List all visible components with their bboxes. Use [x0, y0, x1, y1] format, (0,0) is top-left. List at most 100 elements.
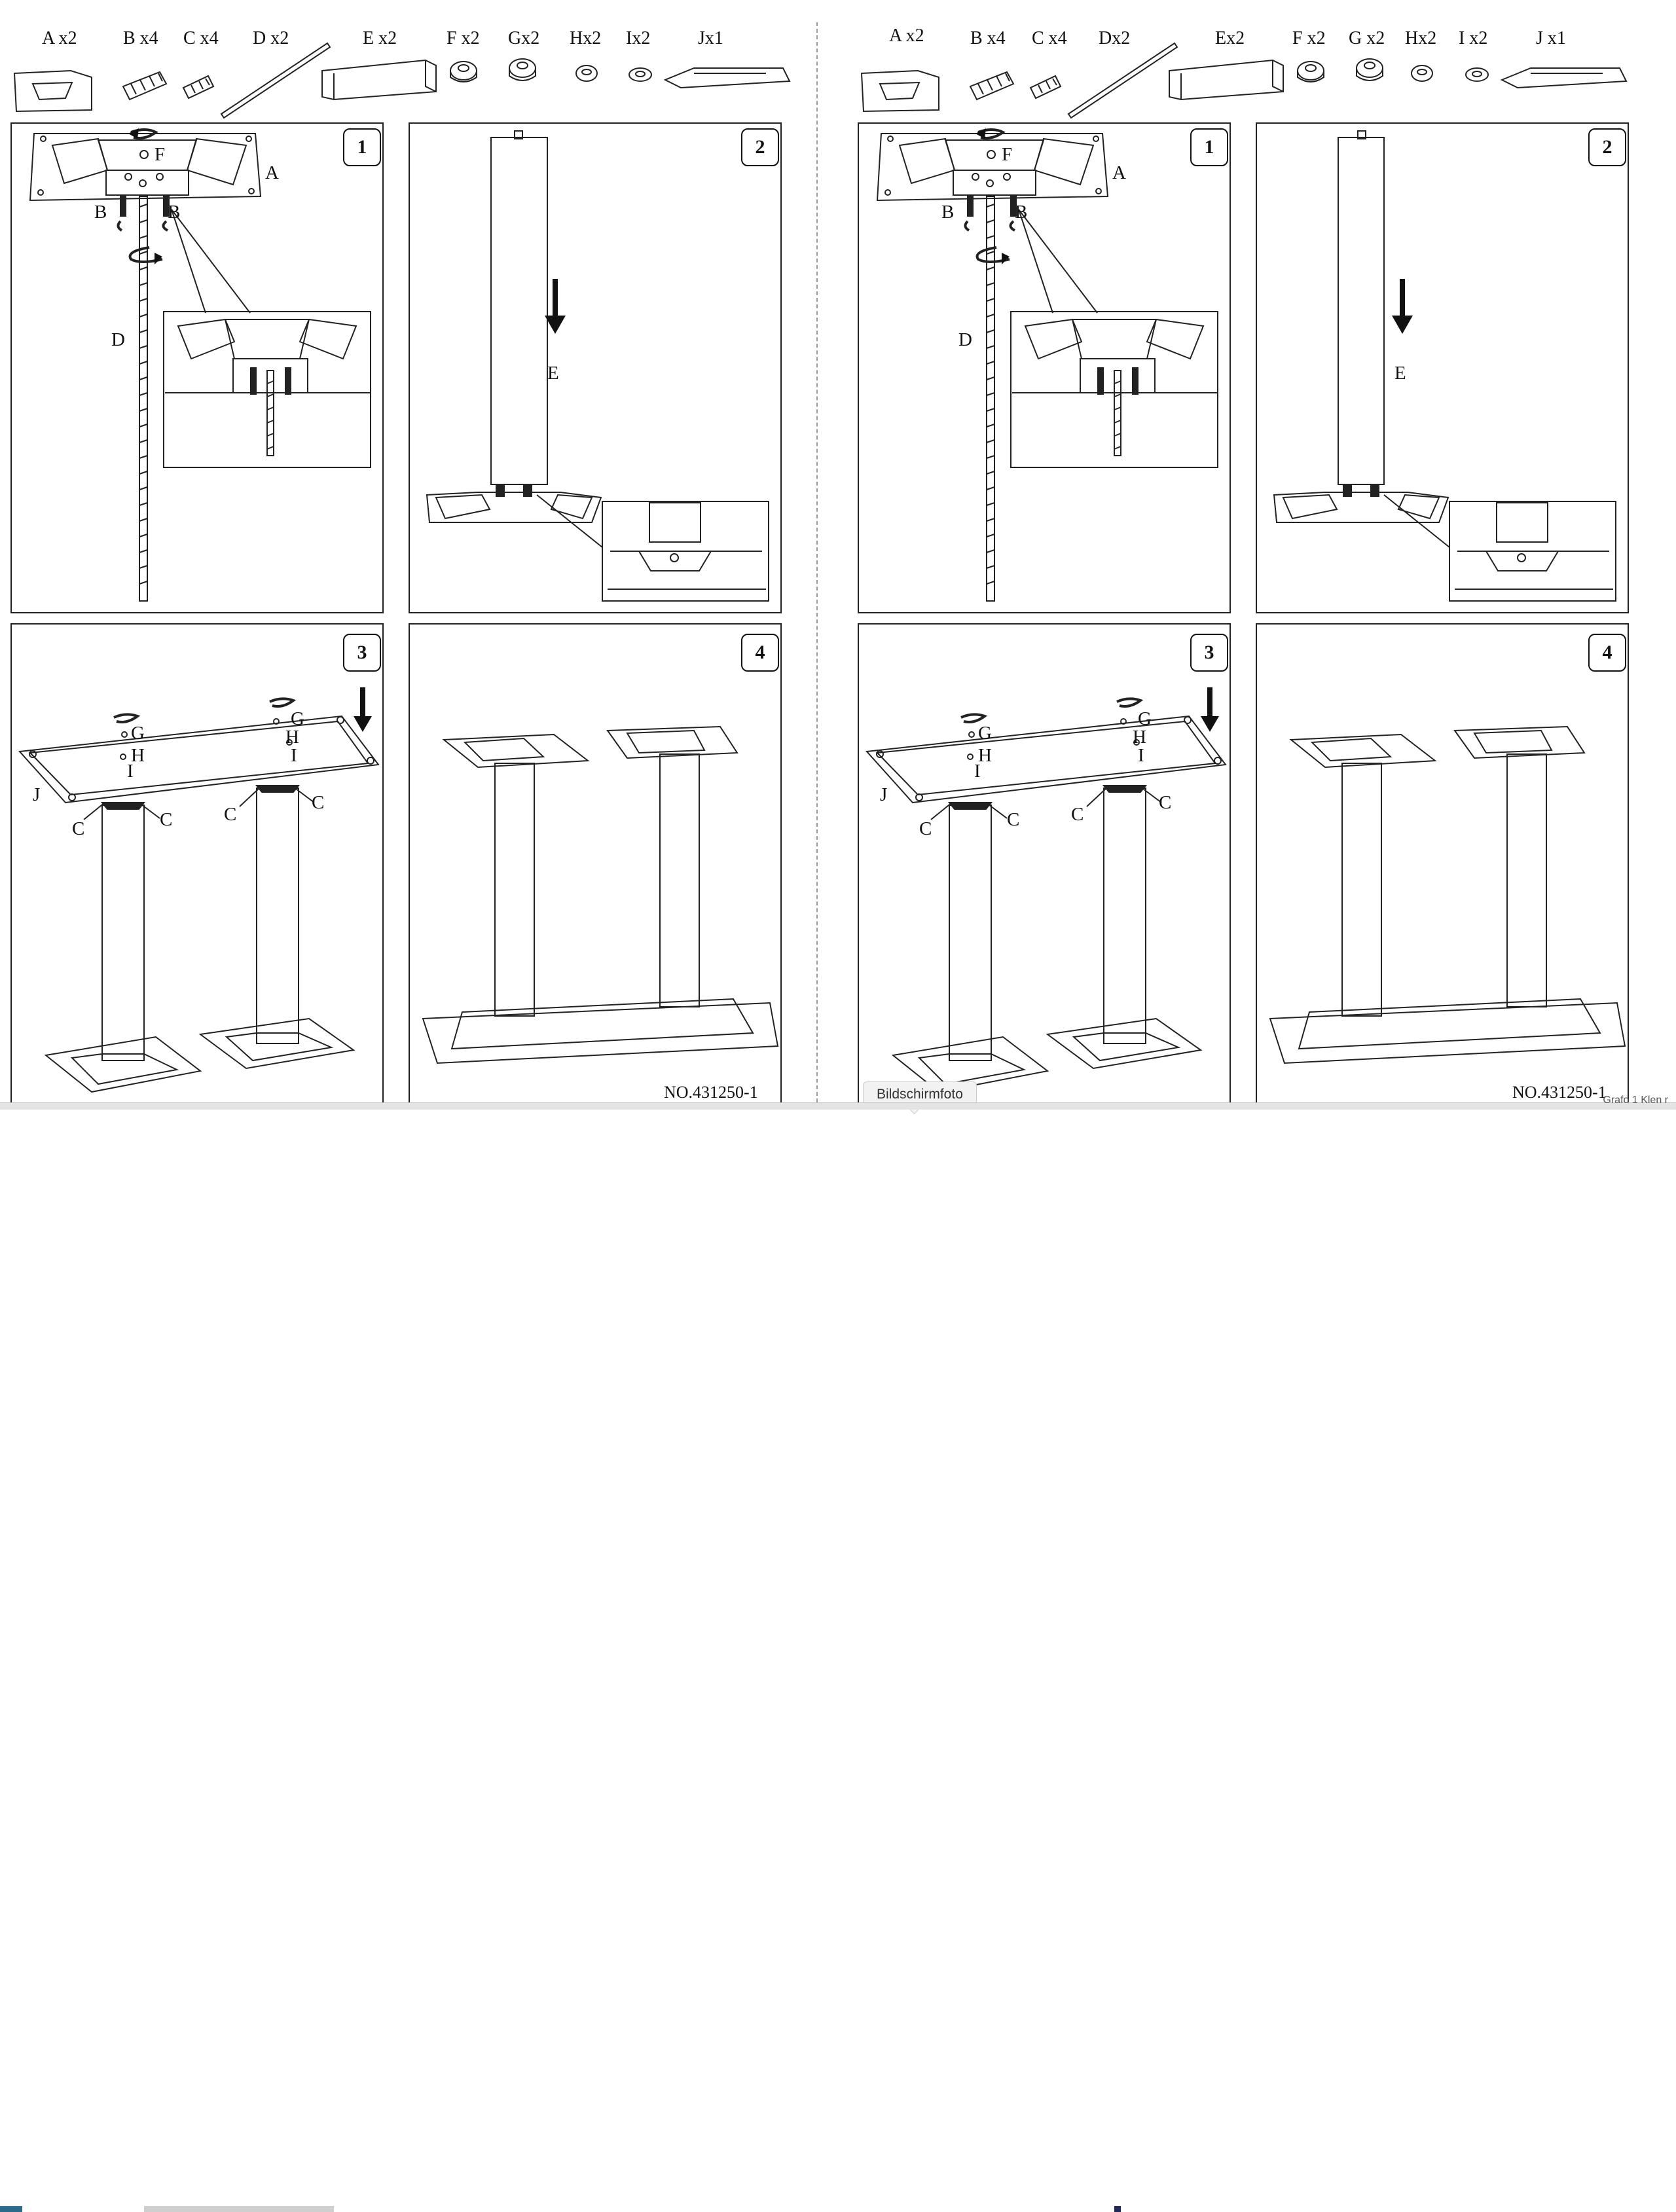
part-icon-j-top-plate — [663, 67, 791, 89]
part-icon-i-washer — [1465, 67, 1489, 82]
part-icon-a-baseplate — [13, 69, 92, 113]
step-2-detail-inset — [602, 501, 769, 602]
part-icon-b-screw — [969, 71, 1015, 101]
label-c: C — [1159, 792, 1172, 813]
label-b: B — [168, 202, 181, 223]
step-3-bases — [891, 1017, 1203, 1093]
label-c: C — [919, 818, 932, 839]
part-label-d: Dx2 — [1099, 28, 1131, 48]
step-2-panel — [409, 122, 782, 613]
label-g: G — [291, 708, 304, 729]
part-label-h: Hx2 — [1405, 28, 1437, 48]
step-number-3: 3 — [1190, 634, 1228, 672]
down-arrow-icon — [545, 279, 566, 334]
step-3-top-plate — [18, 715, 380, 804]
window-bottom-bar — [0, 1102, 1676, 2212]
label-h: H — [978, 745, 992, 766]
callout-line — [1018, 209, 1098, 314]
part-label-f: F x2 — [446, 28, 480, 48]
part-label-f: F x2 — [1292, 28, 1326, 48]
callout-line — [171, 209, 206, 314]
step-number-1: 1 — [343, 128, 381, 166]
label-c: C — [224, 804, 237, 825]
part-icon-e-column — [321, 59, 437, 101]
label-a: A — [1112, 162, 1126, 183]
callout-arrows — [930, 786, 1162, 820]
part-label-g: Gx2 — [508, 28, 540, 48]
step-3-columns — [947, 785, 1148, 1061]
label-h: H — [1133, 727, 1146, 748]
down-arrow-icon — [1392, 279, 1413, 334]
part-icon-b-screw — [122, 71, 168, 101]
document-number: NO.431250-1 — [1512, 1083, 1607, 1102]
label-h: H — [131, 745, 145, 766]
part-icon-f-nut — [1297, 61, 1324, 82]
label-c: C — [72, 818, 85, 839]
part-label-i: I x2 — [1459, 28, 1488, 48]
label-c: C — [1007, 809, 1020, 830]
step-3-panel — [10, 623, 384, 1109]
step-3-panel — [858, 623, 1231, 1109]
document-number: NO.431250-1 — [664, 1083, 758, 1102]
step-1-detail-inset — [163, 311, 371, 468]
step-1-baseplate — [876, 133, 1109, 202]
instruction-sheet-right: A x2 B x4 C x4 Dx2 Ex2 F x2 G x2 Hx2 I x… — [847, 0, 1676, 1109]
assembly-illustrations — [858, 42, 1629, 1109]
step-number-4: 4 — [1588, 634, 1626, 672]
part-label-j: J x1 — [1536, 28, 1566, 48]
part-icon-f-nut — [450, 61, 477, 82]
label-f: F — [155, 144, 166, 165]
step-3-bases — [44, 1017, 355, 1093]
part-label-h: Hx2 — [570, 28, 602, 48]
part-icon-h-spring-washer — [1411, 65, 1433, 82]
step-4-panel — [1256, 623, 1629, 1109]
step-1-threaded-rod — [986, 196, 995, 602]
part-icon-c-screw — [1029, 75, 1062, 100]
thumbnail-icon[interactable] — [0, 2206, 22, 2212]
part-icon-i-washer — [628, 67, 652, 82]
step-number-4: 4 — [741, 634, 779, 672]
instruction-sheet-left: A x2 B x4 C x4 D x2 E x2 F x2 Gx2 Hx2 Ix… — [0, 0, 833, 1109]
step-1-panel — [858, 122, 1231, 613]
step-1-panel — [10, 122, 384, 613]
app-icon[interactable] — [1114, 2206, 1121, 2212]
part-label-c: C x4 — [183, 28, 219, 48]
part-icon-g-locknut — [1356, 58, 1383, 81]
part-label-c: C x4 — [1032, 28, 1067, 48]
assembly-illustrations — [10, 42, 791, 1109]
part-label-j: Jx1 — [698, 28, 723, 48]
down-arrow-icon — [1201, 687, 1219, 732]
step-2-column — [490, 130, 548, 485]
part-icon-g-locknut — [509, 58, 536, 81]
label-d: D — [111, 329, 125, 350]
label-b: B — [1015, 202, 1028, 223]
step-2-panel — [1256, 122, 1629, 613]
rotation-arrow-icon — [964, 128, 1015, 263]
part-icon-h-spring-washer — [575, 65, 598, 82]
step-1-screws — [967, 196, 1017, 217]
label-j: J — [880, 784, 888, 805]
rotation-arrow-icon — [960, 697, 1144, 723]
step-1-screws — [120, 196, 170, 217]
step-1-detail-inset — [1010, 311, 1218, 468]
label-i: I — [974, 761, 981, 782]
label-c: C — [160, 809, 173, 830]
part-label-b: B x4 — [970, 28, 1006, 48]
step-4-assembled-base — [422, 725, 779, 1064]
step-3-top-plate — [865, 715, 1227, 804]
label-e: E — [547, 363, 559, 384]
scroll-thumb[interactable] — [144, 2206, 334, 2212]
part-label-e: Ex2 — [1215, 28, 1245, 48]
callout-line — [1018, 209, 1053, 314]
step-number-1: 1 — [1190, 128, 1228, 166]
label-c: C — [312, 792, 325, 813]
page-divider — [816, 22, 818, 1109]
label-a: A — [265, 162, 279, 183]
label-j: J — [33, 784, 41, 805]
label-i: I — [291, 745, 297, 766]
label-d: D — [958, 329, 972, 350]
step-4-assembled-base — [1269, 725, 1626, 1064]
label-e: E — [1394, 363, 1406, 384]
part-label-b: B x4 — [123, 28, 158, 48]
part-label-d: D x2 — [253, 28, 289, 48]
